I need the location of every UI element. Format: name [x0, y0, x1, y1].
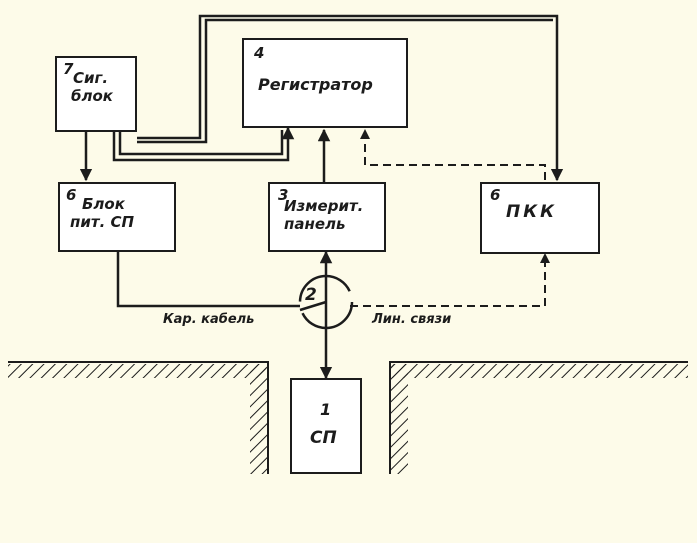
- pkk-block: 6 ПКК: [480, 182, 600, 254]
- ground-hatching: [8, 364, 688, 474]
- sp-label: СП: [310, 428, 337, 448]
- recorder-block: 4 Регистратор: [242, 38, 408, 128]
- power-block-label-1: Блок: [82, 195, 125, 213]
- sp-number: 1: [320, 400, 332, 419]
- junction-node: [298, 274, 354, 330]
- recorder-label: Регистратор: [258, 75, 373, 94]
- signal-block-number: 7: [63, 60, 74, 78]
- line-pkk-to-recorder: [360, 129, 546, 180]
- solid-connections: [79, 14, 564, 380]
- signal-block-label-2: блок: [71, 87, 113, 105]
- recorder-number: 4: [254, 44, 265, 62]
- measure-panel-number: 3: [278, 186, 289, 204]
- signal-block-label-1: Сиг.: [73, 69, 109, 87]
- power-block: 6 Блок пит. СП: [58, 182, 176, 252]
- comm-line-label: Лин. связи: [372, 312, 452, 327]
- junction-number: 2: [305, 285, 317, 305]
- line-signal-to-recorder: [112, 126, 295, 162]
- ground-surface-line: [8, 361, 688, 474]
- power-block-label-2: пит. СП: [70, 213, 135, 231]
- measure-panel-block: 3 Измерит. панель: [268, 182, 386, 252]
- line-signal-to-pkk-inner: [137, 18, 553, 144]
- measure-panel-label-2: панель: [284, 215, 346, 233]
- signal-block: 7 Сиг. блок: [55, 56, 137, 132]
- pkk-label: ПКК: [506, 202, 558, 222]
- sp-block: 1 СП: [290, 378, 362, 474]
- pkk-number: 6: [490, 186, 501, 204]
- cable-label: Кар. кабель: [163, 312, 255, 327]
- line-junction-to-pkk: [350, 253, 550, 307]
- line-signal-to-pkk: [137, 14, 564, 182]
- measure-panel-label-1: Измерит.: [284, 197, 364, 215]
- power-block-number: 6: [66, 186, 77, 204]
- line-signal-to-recorder-inner: [118, 130, 284, 156]
- line-power-to-junction: [116, 251, 300, 308]
- dashed-connections: [350, 129, 550, 307]
